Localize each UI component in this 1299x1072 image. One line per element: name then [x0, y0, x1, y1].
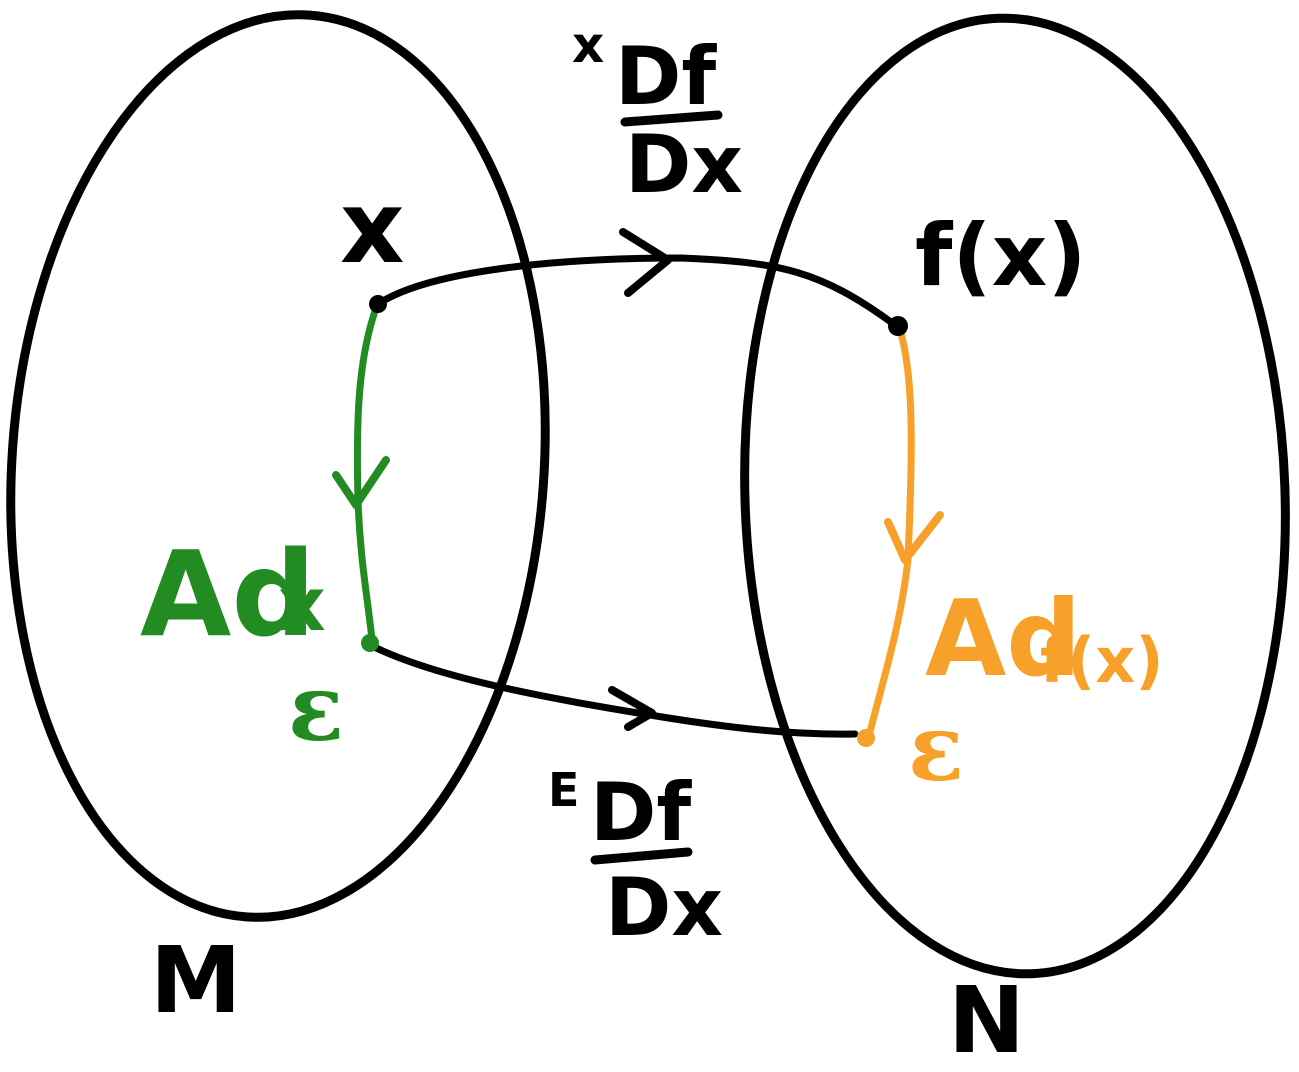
epsilon-right-label: ε: [908, 694, 964, 802]
orange-ad-base: Ad: [925, 578, 1081, 700]
bottom-map-denominator: Dx: [605, 861, 723, 954]
x-label: x: [340, 169, 405, 286]
bottom-map-fraction-bar: [590, 847, 693, 865]
top-map-superscript: x: [572, 16, 604, 74]
top-map-fraction-bar: [620, 110, 723, 127]
bottom-map-curve: [366, 641, 859, 738]
top-map-arrowhead: [619, 228, 672, 297]
fx-label: f(x): [915, 206, 1087, 306]
bottom-map-superscript: E: [548, 763, 579, 817]
orange-arrowhead: [884, 511, 944, 564]
top-map-numerator: Df: [615, 30, 717, 123]
point-epsilon-right: [857, 729, 875, 747]
set-m-ellipse: [6, 10, 550, 922]
bottom-map-arrowhead: [608, 686, 656, 731]
point-fx: [888, 316, 908, 336]
set-m-label: M: [150, 927, 242, 1034]
set-n-label: N: [948, 967, 1025, 1072]
top-map-denominator: Dx: [625, 118, 743, 211]
orange-ad-subscript: f(x): [1040, 624, 1164, 697]
epsilon-left-label: ε: [288, 654, 344, 762]
point-x: [369, 295, 387, 313]
set-n-ellipse: [740, 13, 1290, 979]
green-ad-base: Ad: [140, 525, 316, 663]
top-map-curve: [374, 254, 899, 329]
bottom-map-numerator: Df: [590, 766, 692, 859]
green-ad-subscript: x: [278, 562, 326, 648]
green-arrowhead: [332, 456, 390, 509]
point-epsilon-left: [361, 634, 379, 652]
